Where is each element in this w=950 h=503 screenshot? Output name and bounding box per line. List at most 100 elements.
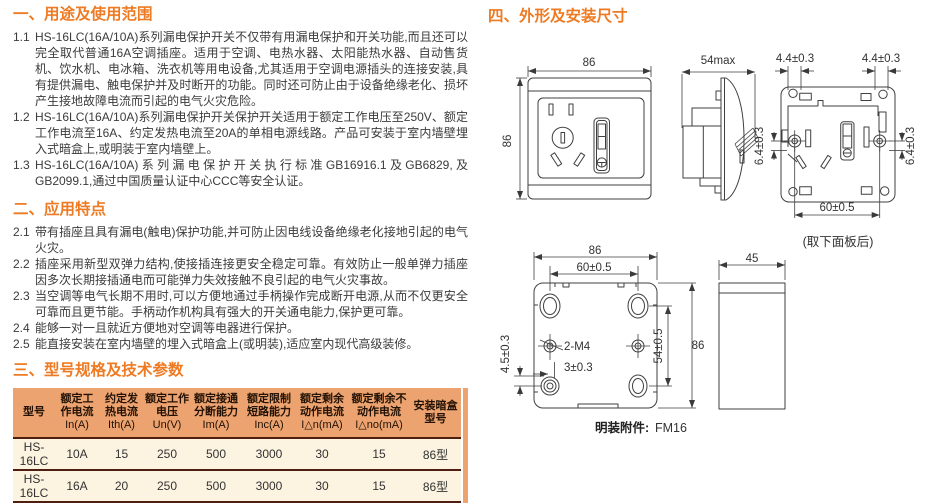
item-text: 当空调等电气长期不用时,可以方便地通过手柄操作完成断开电源,从而不仅更安全可靠而… bbox=[35, 289, 468, 319]
data-cell: 3000 bbox=[242, 438, 296, 471]
item-number: 2.3 bbox=[13, 289, 30, 303]
data-cell: 16A bbox=[55, 470, 99, 503]
flat-pin-slot bbox=[568, 103, 574, 116]
data-cell: 15 bbox=[348, 438, 410, 471]
table-row: HS-16LC 10A 15 250 500 3000 30 15 86型 bbox=[13, 438, 461, 471]
data-cell: 30 bbox=[296, 438, 348, 471]
switch-back bbox=[840, 121, 855, 161]
corner-screw-hole bbox=[788, 187, 798, 197]
usage-item: 1.1 HS-16LC(16A/10A)系列漏电保护开关不仅带有用漏电保护和开关… bbox=[13, 29, 468, 109]
back-view-caption: (取下面板后) bbox=[803, 235, 874, 249]
box-height-dim: 86 bbox=[692, 340, 705, 352]
corner-screw-hole bbox=[788, 88, 798, 98]
right-column: 四、外形及安装尺寸 86 86 bbox=[476, 0, 950, 454]
data-cell: 500 bbox=[190, 438, 242, 471]
section-2-heading: 二、应用特点 bbox=[13, 201, 107, 218]
socket-side bbox=[682, 77, 745, 201]
wire-bundle bbox=[734, 127, 760, 157]
item-number: 1.1 bbox=[13, 30, 30, 44]
item-number: 2.1 bbox=[13, 225, 30, 239]
attach-box bbox=[718, 282, 786, 410]
data-cell: HS-16LC bbox=[13, 438, 55, 471]
item-number: 1.2 bbox=[13, 110, 30, 124]
usage-item: 1.3 HS-16LC(16A/10A)系列漏电保护开关执行标准GB16916.… bbox=[13, 157, 468, 189]
feature-item: 2.3 当空调等电气长期不用时,可以方便地通过手柄操作完成断开电源,从而不仅更安… bbox=[13, 288, 468, 320]
data-cell: 15 bbox=[99, 438, 144, 471]
box-gap-dim: 3±0.3 bbox=[564, 362, 593, 374]
mount-box bbox=[533, 282, 658, 409]
data-cell: 20 bbox=[99, 470, 144, 503]
data-cell: 250 bbox=[144, 470, 190, 503]
item-text: 能够一对一且就近方便地对空调等电器进行保护。 bbox=[35, 321, 300, 335]
box-screw-holes bbox=[538, 334, 650, 360]
box-hole-span-dim: 60±0.5 bbox=[576, 262, 611, 274]
back-dim-top-left: 4.4±0.3 bbox=[776, 53, 814, 65]
item-number: 2.4 bbox=[13, 321, 30, 335]
box-width-dim: 86 bbox=[589, 245, 602, 257]
box-screw-label: 2-M4 bbox=[564, 341, 591, 353]
back-dimensions bbox=[771, 66, 905, 218]
table-row: HS-16LC 16A 20 250 500 3000 30 15 86型 bbox=[13, 470, 461, 503]
mount-cross-holes bbox=[784, 130, 891, 152]
feature-item: 2.1 带有插座且具有漏电(触电)保护功能,并可防止因电线设备绝缘老化接地引起的… bbox=[13, 224, 468, 256]
earth-pin-hole bbox=[551, 126, 574, 149]
data-cell: 500 bbox=[190, 470, 242, 503]
flat-pin-slot bbox=[548, 103, 554, 116]
feature-item: 2.2 插座采用新型双弹力结构,使接插连接更安全稳定可靠。有效防止一般单弹力插座… bbox=[13, 256, 468, 288]
item-number: 2.2 bbox=[13, 257, 30, 271]
table-edge-band bbox=[463, 388, 468, 503]
back-dim-right: 6.4±0.3 bbox=[905, 127, 917, 165]
corner-screw-hole bbox=[880, 186, 890, 196]
socket-back bbox=[780, 86, 896, 203]
item-text: 插座采用新型双弹力结构,使接插连接更安全稳定可靠。有效防止一般单弹力插座因多次长… bbox=[35, 257, 468, 287]
switch-frame bbox=[593, 117, 610, 174]
data-cell: 15 bbox=[348, 470, 410, 503]
item-text: 带有插座且具有漏电(触电)保护功能,并可防止因电线设备绝缘老化接地引起的电气火灾… bbox=[35, 225, 468, 255]
item-number: 1.3 bbox=[13, 158, 30, 172]
wire-terminal bbox=[739, 149, 745, 164]
left-column: 一、用途及使用范围 1.1 HS-16LC(16A/10A)系列漏电保护开关不仅… bbox=[13, 6, 468, 503]
front-height-dim: 86 bbox=[502, 135, 514, 148]
back-view-drawing: 4.4±0.3 4.4±0.3 6.4±0.3 6.4±0.3 60±0.5 bbox=[754, 53, 917, 249]
attach-dimensions bbox=[718, 260, 786, 280]
mount-box-drawing: 86 60±0.5 54±0.5 86 4.5±0.3 2-M4 3±0.3 bbox=[500, 245, 705, 435]
front-width-dim: 86 bbox=[583, 57, 596, 69]
mount-caption-label: 明装附件: bbox=[595, 420, 649, 435]
data-cell: 30 bbox=[296, 470, 348, 503]
data-cell: 250 bbox=[144, 438, 190, 471]
back-dim-top-right: 4.4±0.3 bbox=[862, 53, 900, 65]
angled-pin-slot bbox=[550, 152, 563, 167]
switch-screw bbox=[596, 157, 607, 168]
side-view-drawing: 54max bbox=[681, 55, 760, 201]
back-dim-left: 6.4±0.3 bbox=[754, 127, 766, 165]
back-dim-bottom: 60±0.5 bbox=[819, 202, 854, 214]
item-text: HS-16LC(16A/10A)系列漏电保护开关执行标准GB16916.1及GB… bbox=[35, 158, 468, 188]
socket-front bbox=[527, 77, 652, 200]
box-offset-dim: 4.5±0.3 bbox=[500, 335, 512, 373]
data-cell: 86型 bbox=[410, 470, 461, 503]
angled-pin-slot bbox=[573, 152, 586, 167]
mount-hole bbox=[628, 374, 648, 398]
attach-width-dim: 45 bbox=[746, 253, 759, 265]
data-cell: 86型 bbox=[410, 438, 461, 471]
item-text: HS-16LC(16A/10A)系列漏电保护开关保护开关适用于额定工作电压至25… bbox=[35, 110, 468, 156]
side-depth-dim: 54max bbox=[701, 55, 736, 67]
side-dimensions bbox=[681, 69, 756, 138]
switch-screw bbox=[842, 148, 852, 158]
angled-pin-slot bbox=[795, 154, 807, 170]
section-1-heading: 一、用途及使用范围 bbox=[13, 6, 153, 23]
front-dimensions bbox=[516, 66, 652, 200]
data-cell: 10A bbox=[55, 438, 99, 471]
item-text: 能直接安装在室内墙壁的埋入式暗盒上(或明装),适应室内现代高级装修。 bbox=[35, 337, 419, 351]
mount-slot bbox=[627, 293, 649, 319]
